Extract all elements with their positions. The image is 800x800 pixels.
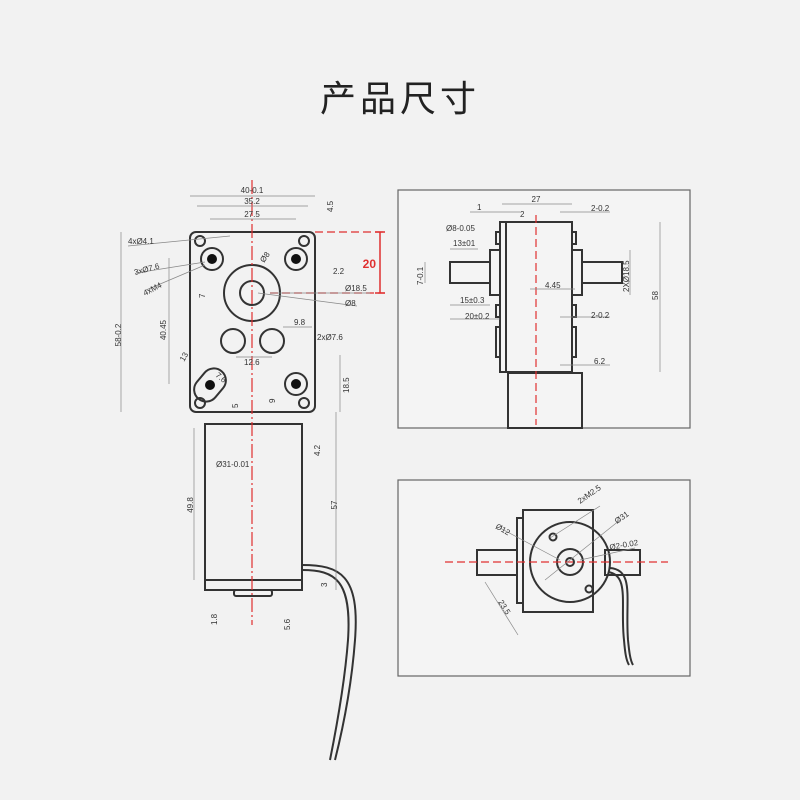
dim-side-15: 15±0.3 bbox=[460, 296, 485, 305]
dim-side-6-2: 6.2 bbox=[594, 357, 606, 366]
dim-9-8: 9.8 bbox=[294, 318, 306, 327]
dim-2-2: 2.2 bbox=[333, 267, 345, 276]
side-view-panel: 27 1 2 2-0.2 Ø8-0.05 13±01 7-0.1 2XØ18.5… bbox=[397, 189, 691, 429]
dim-top-offset: 4.5 bbox=[326, 200, 335, 212]
dim-motor-d: Ø31-0.01 bbox=[216, 460, 250, 469]
page-title: 产品尺寸 bbox=[319, 79, 480, 120]
dim-counterbore: 3xØ7.6 bbox=[133, 261, 161, 277]
dim-side-20: 20±0.2 bbox=[465, 312, 490, 321]
dim-side-width: 27 bbox=[532, 195, 541, 204]
dim-side-flange: 2-0.2 bbox=[591, 204, 610, 213]
dim-highlight-20: 20 bbox=[363, 257, 377, 271]
dim-18-5: 18.5 bbox=[342, 377, 351, 393]
dim-side-height: 58 bbox=[651, 291, 660, 300]
dim-12-6: 12.6 bbox=[244, 358, 260, 367]
dim-9: 9 bbox=[268, 398, 277, 403]
dim-inner-span: 27.5 bbox=[244, 210, 260, 219]
front-view bbox=[120, 180, 385, 761]
dim-bore-d: Ø8 bbox=[345, 299, 356, 308]
dim-height: 58-0.2 bbox=[114, 323, 123, 346]
dim-4-2: 4.2 bbox=[313, 444, 322, 456]
dim-side-1: 1 bbox=[477, 203, 482, 212]
dim-57: 57 bbox=[330, 500, 339, 509]
mount-holes bbox=[193, 247, 308, 403]
dim-boss-d: Ø18.5 bbox=[345, 284, 367, 293]
motor-body bbox=[204, 423, 303, 591]
dim-side-flat: 7-0.1 bbox=[416, 266, 425, 285]
dim-1-8: 1.8 bbox=[210, 613, 219, 625]
corner-screws bbox=[194, 235, 310, 409]
dim-side-center: 4.45 bbox=[545, 281, 561, 290]
dim-3: 3 bbox=[320, 582, 329, 587]
dim-side-flange2: 2-0.2 bbox=[591, 311, 610, 320]
dim-hole-span: 35.2 bbox=[244, 197, 260, 206]
dim-mount-holes: 4xØ4.1 bbox=[128, 237, 154, 246]
dim-width: 40-0.1 bbox=[241, 186, 264, 195]
dim-5-6: 5.6 bbox=[283, 618, 292, 630]
dim-two-holes: 2xØ7.6 bbox=[317, 333, 343, 342]
dim-hole-height: 40.45 bbox=[159, 319, 168, 340]
cable bbox=[301, 564, 357, 761]
dim-shaft-d: Ø8 bbox=[258, 250, 272, 264]
dim-motor-len: 49.8 bbox=[186, 497, 195, 513]
dim-side-13: 13±01 bbox=[453, 239, 476, 248]
bottom-view-panel: 2xM2.5 Ø12 Ø31 Ø2-0.02 23.5 bbox=[397, 479, 691, 677]
dim-slot-len: 13 bbox=[178, 350, 191, 363]
dim-flat: 7 bbox=[198, 293, 207, 298]
dim-thread: 4xM4 bbox=[142, 280, 164, 297]
dim-5: 5 bbox=[231, 403, 240, 408]
front-view-labels: 40-0.1 35.2 27.5 4.5 4xØ4.1 3xØ7.6 4xM4 … bbox=[114, 186, 376, 630]
dim-side-2: 2 bbox=[520, 210, 525, 219]
dim-side-shaft: Ø8-0.05 bbox=[446, 224, 475, 233]
dim-side-boss: 2XØ18.5 bbox=[622, 260, 631, 292]
